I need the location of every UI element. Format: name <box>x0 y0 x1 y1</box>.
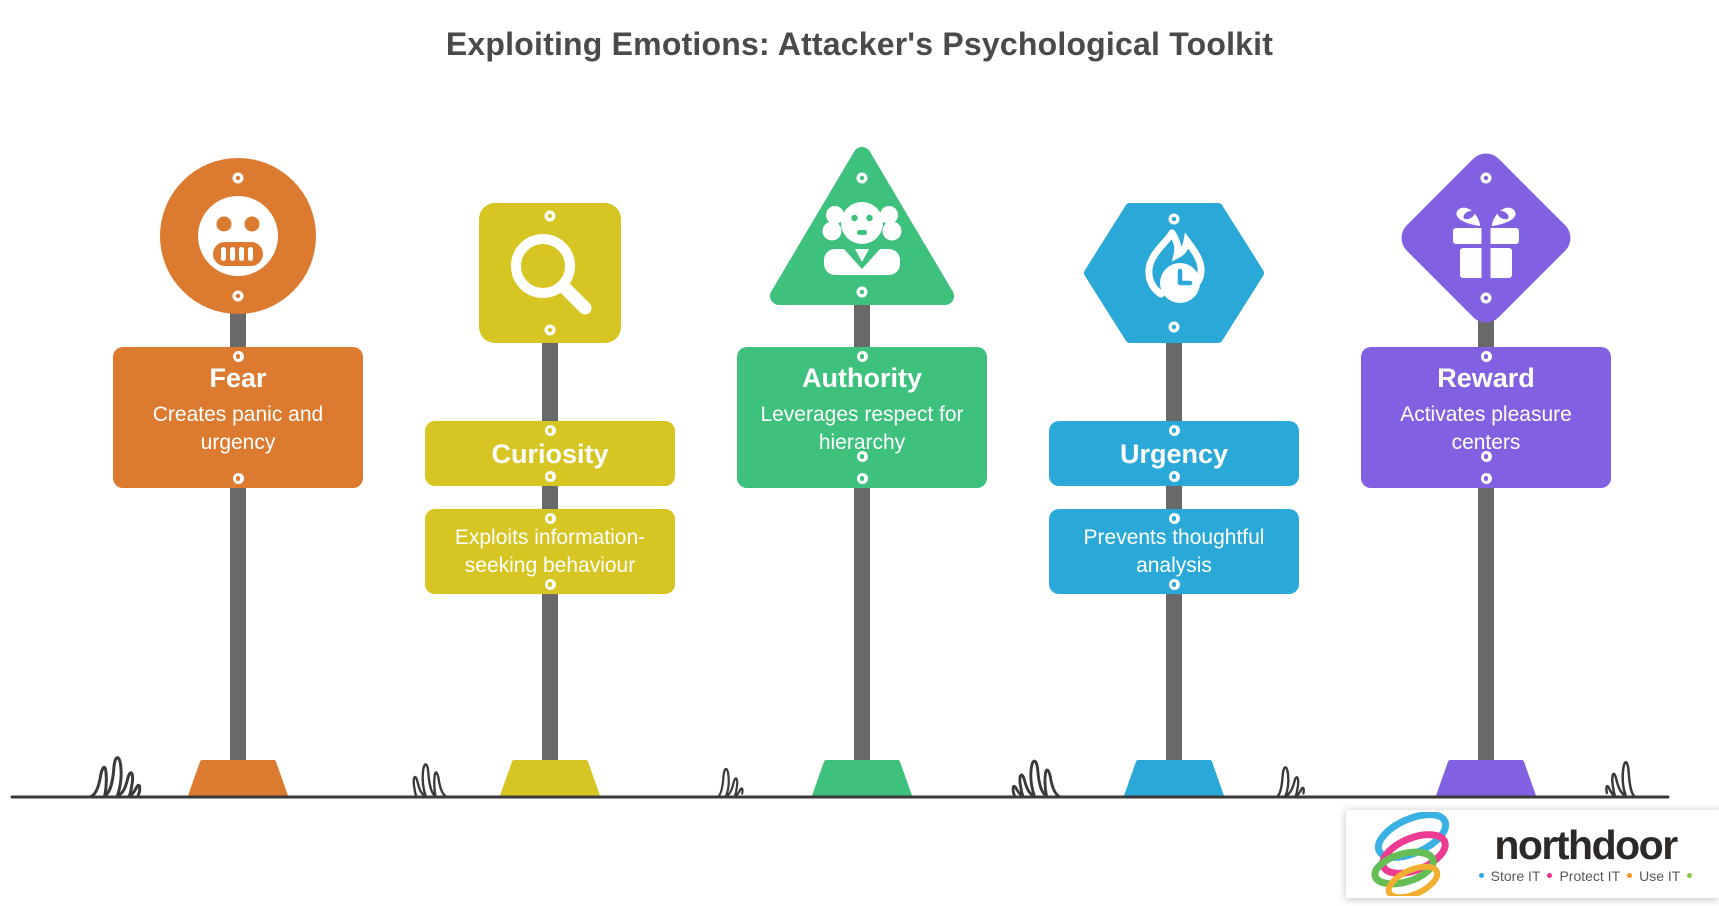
sign-column-reward: Reward Activates pleasure centers <box>1361 0 1611 906</box>
curiosity-description: Exploits information-seeking behaviour <box>454 525 646 577</box>
screw <box>544 513 556 524</box>
sign-column-authority: Authority Leverages respect for hierarch… <box>737 0 987 906</box>
screw <box>544 210 556 222</box>
screw <box>1480 473 1492 484</box>
grass-tuft <box>1275 766 1305 799</box>
screw <box>1168 513 1180 524</box>
curiosity-description-board: Exploits information-seeking behaviour <box>425 509 675 594</box>
reward-shape-diamond <box>1361 146 1611 330</box>
urgency-description-board: Prevents thoughtful analysis <box>1049 509 1299 594</box>
urgency-shape-hexagon <box>1049 203 1299 343</box>
urgency-board: Urgency <box>1049 421 1299 486</box>
screw <box>1168 213 1180 225</box>
screw <box>544 579 556 590</box>
tagline-store-it: Store IT <box>1490 867 1541 884</box>
reward-board: Reward Activates pleasure centers <box>1361 347 1611 488</box>
northdoor-brand: northdoor <box>1494 821 1678 868</box>
curiosity-shape-square <box>425 203 675 343</box>
fear-label: Fear <box>209 363 267 393</box>
urgency-label: Urgency <box>1119 438 1229 469</box>
judge-icon <box>822 202 902 275</box>
sign-column-fear: Fear Creates panic and urgency <box>113 0 363 906</box>
magnifying-glass-icon <box>511 234 592 315</box>
page-title: Exploiting Emotions: Attacker's Psycholo… <box>445 26 1274 62</box>
screw <box>1168 425 1180 436</box>
northdoor-swirl-icon <box>1371 812 1450 896</box>
screw <box>1480 292 1492 304</box>
screw <box>856 286 868 298</box>
urgency-description: Prevents thoughtful analysis <box>1083 525 1265 577</box>
gift-icon <box>1453 207 1519 278</box>
curiosity-board: Curiosity <box>425 421 675 486</box>
grass-tufts <box>88 756 1637 799</box>
grass-tuft <box>716 767 744 799</box>
sign-column-urgency: Urgency Prevents thoughtful analysis <box>1049 0 1299 906</box>
grass-tuft <box>1605 760 1637 799</box>
screw <box>232 290 244 302</box>
reward-description: Activates pleasure centers <box>1400 403 1572 454</box>
screw <box>544 324 556 336</box>
northdoor-logo: northdoor Store IT Protect IT Use IT <box>1346 810 1719 898</box>
curiosity-label: Curiosity <box>491 438 609 469</box>
authority-description: Leverages respect for hierarchy <box>760 403 964 454</box>
northdoor-logo-text: northdoor Store IT Protect IT Use IT <box>1462 821 1719 884</box>
grimacing-face-icon <box>198 196 278 276</box>
screw <box>1480 351 1492 362</box>
screw <box>544 425 556 436</box>
screw <box>1480 172 1492 184</box>
fear-board: Fear Creates panic and urgency <box>113 347 363 488</box>
northdoor-tagline: Store IT Protect IT Use IT <box>1462 868 1709 884</box>
grass-tuft <box>412 763 449 799</box>
tagline-protect-it: Protect IT <box>1559 867 1621 884</box>
screw <box>1168 321 1180 333</box>
tagline-dot-pink-icon <box>1547 873 1553 878</box>
grass-tuft <box>88 756 142 799</box>
grass-tuft <box>1011 759 1063 799</box>
screw <box>1168 471 1180 482</box>
tagline-dot-blue-icon <box>1478 873 1484 878</box>
screw <box>856 451 868 462</box>
screw <box>1480 451 1492 462</box>
screw <box>856 473 868 484</box>
screw <box>232 172 244 184</box>
screw <box>856 172 868 184</box>
fear-description: Creates panic and urgency <box>152 403 324 454</box>
pole-bases <box>188 760 1536 798</box>
authority-board: Authority Leverages respect for hierarch… <box>737 347 987 488</box>
screw <box>1168 579 1180 590</box>
screw <box>232 351 244 362</box>
tagline-use-it: Use IT <box>1639 867 1681 884</box>
fear-shape-circle <box>113 156 363 316</box>
tagline-dot-green-icon <box>1687 873 1693 878</box>
authority-shape-triangle <box>737 140 987 310</box>
screw <box>232 473 244 484</box>
sign-column-curiosity: Curiosity Exploits information-seeking b… <box>425 0 675 906</box>
tagline-dot-orange-icon <box>1627 873 1633 878</box>
flame-clock-icon <box>1145 229 1205 303</box>
reward-label: Reward <box>1437 363 1535 393</box>
screw <box>856 351 868 362</box>
screw <box>544 471 556 482</box>
authority-label: Authority <box>802 363 922 393</box>
